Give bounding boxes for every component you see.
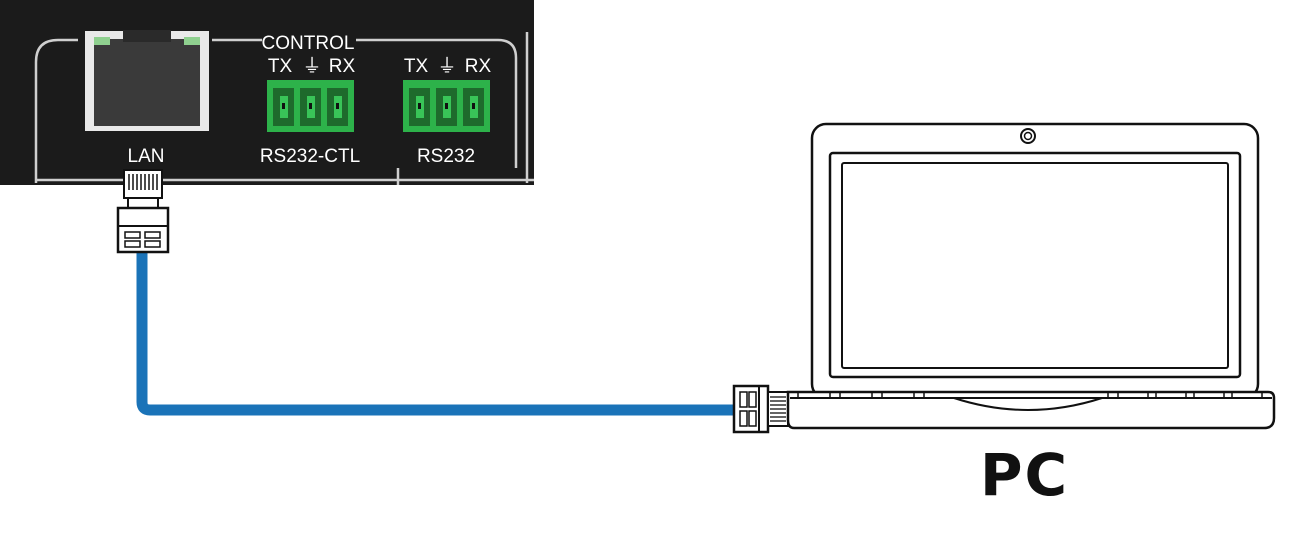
rs232-ctl-port: TX ⏚ RX RS232-CTL [260,56,360,167]
control-group-label: CONTROL [262,33,355,54]
webcam-icon [1020,128,1036,144]
laptop-screen-inner [841,162,1229,369]
rj45-port-icon [85,30,209,131]
pin-label-tx: TX [404,56,429,77]
pin-label-ground: ⏚ [302,56,321,77]
lan-port: LAN [85,30,209,167]
control-group-line-right [356,38,518,168]
rs232-port-label: RS232 [417,146,475,167]
laptop-notch [953,397,1103,411]
phoenix-connector-icon [403,80,490,132]
link-led [94,37,110,45]
pin-label-rx: RX [465,56,492,77]
lan-cable [136,250,738,416]
activity-led [184,37,200,45]
pin-label-rx: RX [329,56,356,77]
pin-label-ground: ⏚ [437,56,456,77]
rj45-plug-icon [116,169,170,254]
laptop-screen [828,151,1242,379]
rj45-plug-icon [732,384,789,434]
pc-label: PC [980,441,1070,509]
lan-port-label: LAN [128,146,165,167]
rs232-port: TX ⏚ RX RS232 [403,56,492,167]
rs232-ctl-port-label: RS232-CTL [260,146,360,167]
panel-frame-left [34,38,78,183]
laptop-icon [786,122,1276,430]
device-rear-panel: CONTROL LAN TX ⏚ RX [0,0,534,185]
pin-label-tx: TX [268,56,293,77]
phoenix-connector-icon [267,80,354,132]
